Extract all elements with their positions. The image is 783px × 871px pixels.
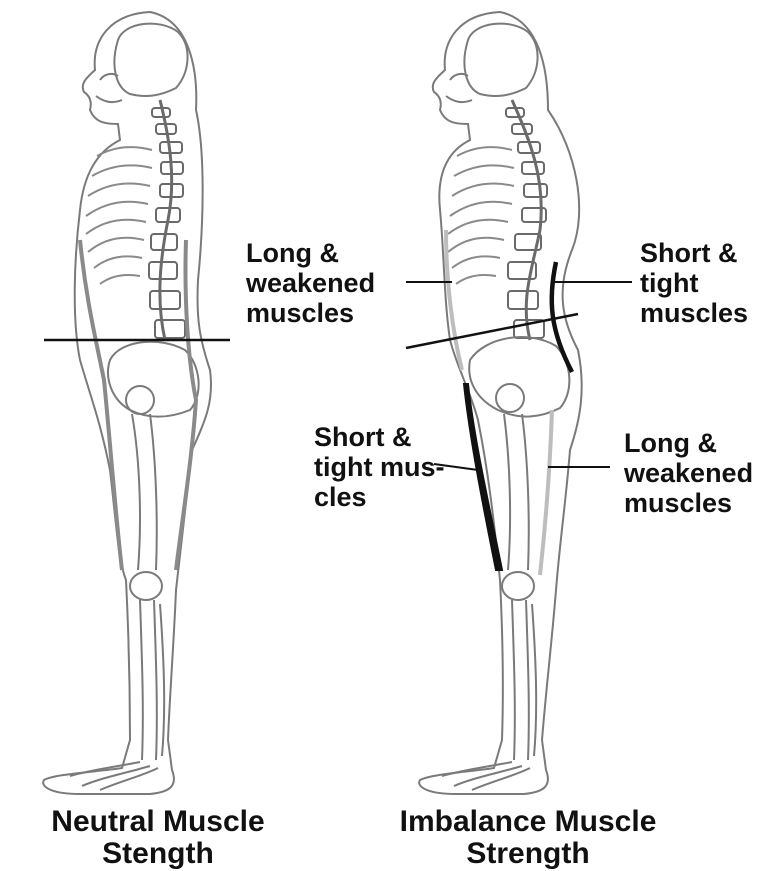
- imbalance-hip-flexor-tight: [464, 384, 502, 570]
- neutral-front-muscle: [80, 240, 122, 570]
- label-long-weakened-leg: Long & weakened muscles: [624, 428, 753, 518]
- neutral-femur: [132, 414, 157, 570]
- caption-neutral: Neutral Muscle Stength: [8, 806, 308, 870]
- caption-neutral-line1: Neutral Muscle: [8, 806, 308, 838]
- caption-imbalance-line1: Imbalance Muscle: [358, 806, 698, 838]
- caption-imbalance-line2: Strength: [358, 838, 698, 870]
- neutral-muscles: [80, 240, 196, 570]
- neutral-spine: [149, 100, 185, 340]
- imbalance-body-outline: [419, 12, 582, 794]
- label-short-tight-hip: Short & tight mus- cles: [314, 422, 444, 512]
- label-short-tight-back: Short & tight muscles: [640, 238, 748, 328]
- imbalance-figure: [419, 12, 582, 794]
- label-long-weakened-upper: Long & weakened muscles: [246, 238, 375, 328]
- caption-imbalance: Imbalance Muscle Strength: [358, 806, 698, 870]
- imbalance-spine: [506, 100, 547, 340]
- imbalance-skull: [464, 24, 537, 96]
- neutral-figure: [43, 12, 211, 794]
- imbalance-femur: [504, 414, 529, 570]
- imbalance-foot: [442, 762, 530, 790]
- imbalance-hamstring-weak: [540, 410, 552, 575]
- imbalance-ribs: [448, 147, 514, 284]
- neutral-shin: [140, 600, 164, 760]
- imbalance-pelvis: [469, 337, 569, 417]
- imbalance-shin: [512, 600, 536, 760]
- caption-neutral-line2: Stength: [8, 838, 308, 870]
- neutral-skull: [114, 24, 187, 96]
- neutral-ribs: [86, 147, 152, 284]
- neutral-foot: [70, 762, 158, 790]
